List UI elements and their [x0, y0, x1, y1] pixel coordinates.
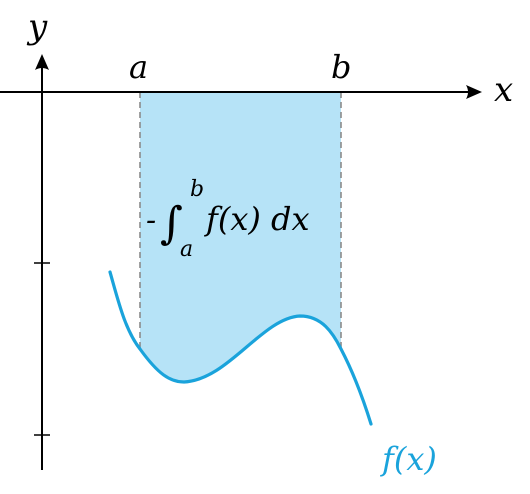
- integral-upper-limit: b: [190, 177, 204, 202]
- integral-integrand: f(x) dx: [204, 200, 310, 238]
- x-axis-label: x: [494, 70, 513, 110]
- y-axis-arrowhead: [35, 54, 49, 70]
- b-label: b: [331, 48, 351, 86]
- x-axis-arrowhead: [466, 85, 482, 99]
- curve-label: f(x): [380, 440, 437, 478]
- a-label: a: [129, 48, 148, 86]
- shaded-area: [140, 92, 341, 382]
- integral-lower-limit: a: [180, 237, 193, 262]
- curve-f: [108, 270, 373, 426]
- y-axis-label: y: [26, 7, 48, 47]
- integral-sign: ∫: [160, 198, 183, 249]
- integral-minus-sign: -: [146, 203, 156, 238]
